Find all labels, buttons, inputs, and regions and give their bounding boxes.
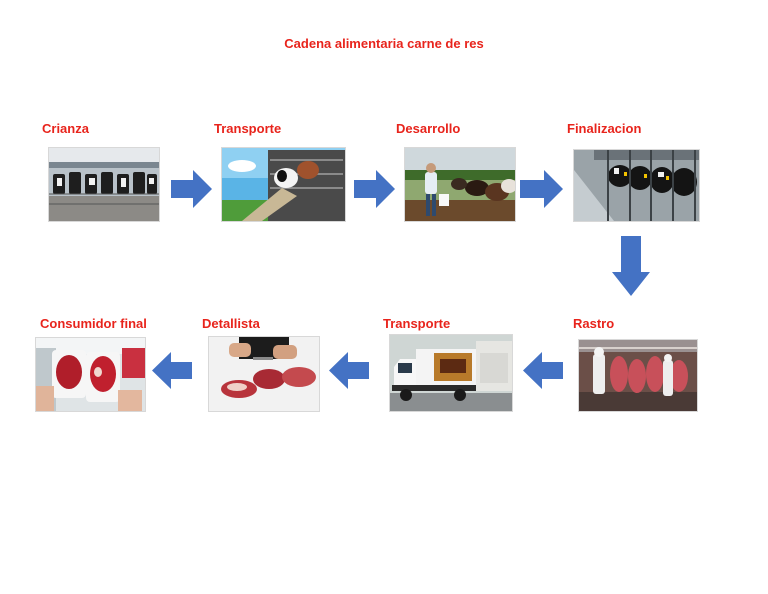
butcher-cutting-meat-photo — [208, 336, 320, 412]
arrow-down-icon — [612, 236, 650, 296]
diagram-title: Cadena alimentaria carne de res — [284, 36, 484, 51]
stage-label-transporte-1: Transporte — [214, 121, 282, 136]
arrow-left-icon — [152, 352, 192, 389]
cattle-truck-photo — [221, 147, 346, 222]
arrow-left-icon — [523, 352, 563, 389]
stage-label-desarrollo: Desarrollo — [396, 121, 461, 136]
milking-carousel-photo — [48, 147, 160, 222]
refrigerated-truck-photo — [389, 334, 513, 412]
stage-label-detallista: Detallista — [202, 316, 260, 331]
farmer-feeding-cattle-photo — [404, 147, 516, 222]
arrow-right-icon — [354, 170, 395, 208]
arrow-right-icon — [520, 170, 563, 208]
feedlot-stalls-photo — [573, 149, 700, 222]
stage-label-consumidor-final: Consumidor final — [40, 316, 147, 331]
packaged-meat-shopper-photo — [35, 337, 146, 412]
arrow-right-icon — [171, 170, 212, 208]
stage-label-finalizacion: Finalizacion — [567, 121, 642, 136]
stage-label-crianza: Crianza — [42, 121, 89, 136]
slaughterhouse-photo — [578, 339, 698, 412]
arrow-left-icon — [329, 352, 369, 389]
stage-label-transporte-2: Transporte — [383, 316, 451, 331]
stage-label-rastro: Rastro — [573, 316, 615, 331]
